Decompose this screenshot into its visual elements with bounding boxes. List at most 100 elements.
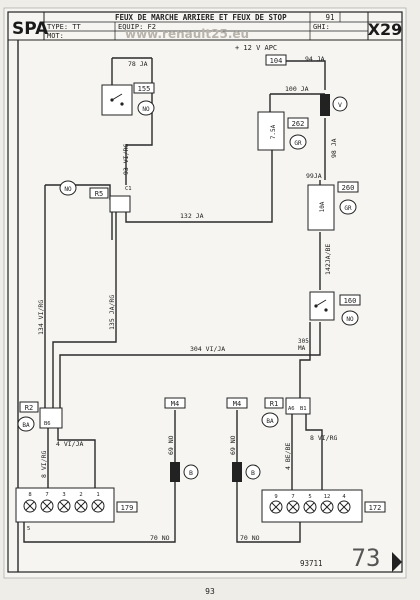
mot-label: MOT: (47, 32, 64, 40)
tag-no-155: NO (142, 106, 150, 113)
diagram-title: FEUX DE MARCHE ARRIERE ET FEUX DE STOP (115, 13, 287, 22)
ground-m4-left: M4 B (164, 397, 199, 482)
equip-label: EQUIP: F2 (118, 23, 156, 31)
label-99ja: 99JA (306, 172, 322, 180)
tag-gr-260: GR (344, 205, 352, 212)
lamp-cluster-179-label: 179 (121, 504, 134, 512)
pin-b6: B6 (44, 421, 51, 427)
pin-7-right: 7 (291, 494, 294, 500)
pin-1-left: 1 (96, 492, 99, 498)
pin-5-left: 5 (27, 526, 30, 532)
label-135: 135 JA/RG (108, 295, 116, 330)
pin-a6: A6 (288, 406, 295, 412)
tag-ba-r2: BA (22, 422, 30, 429)
reference-number: 93711 (300, 559, 323, 568)
pin-9-right: 9 (274, 494, 277, 500)
page-number: 93 (205, 587, 215, 596)
relay-r1: R1 A6 B1 BA (261, 397, 311, 428)
label-4bebe: 4 BE/BE (284, 443, 292, 470)
component-155-label: 155 (138, 85, 151, 93)
sheet-code: X29 (368, 20, 403, 39)
label-142jabe: 142JA/BE (324, 244, 332, 275)
footer: 93711 73 93 (205, 544, 402, 596)
label-8virg-right: 8 VI/RG (310, 434, 337, 442)
tag-ba-r1: BA (266, 418, 274, 425)
component-262-label: 262 (292, 120, 305, 128)
relay-r5: R5 C1 NO (59, 180, 132, 213)
wire-4vija (57, 428, 96, 488)
fuse-75-label: 7.5A (270, 124, 277, 139)
wire-70no-left (112, 410, 176, 543)
pin-3-left: 3 (62, 492, 65, 498)
tag-no-r5: NO (64, 186, 72, 193)
label-94ja: 94 JA (305, 55, 325, 63)
component-260: 10A 260 GR (307, 181, 359, 231)
ghi-label: GHI: (313, 23, 330, 31)
label-132ja: 132 JA (180, 212, 204, 220)
pin-5-right: 5 (308, 494, 311, 500)
drawing-frame (7, 11, 403, 573)
ground-m4-left-label: M4 (171, 400, 179, 408)
wire-305ma (299, 322, 311, 398)
tag-no-160: NO (346, 316, 354, 323)
ground-m4-right-label: M4 (233, 400, 241, 408)
connector-v: V (320, 94, 348, 116)
ground-m4-right: M4 B (226, 397, 261, 482)
relay-r2: R2 B6 BA (17, 401, 63, 432)
label-100ja: 100 JA (285, 85, 309, 93)
pin-4-right: 4 (342, 494, 346, 500)
wire-179-bottom (23, 522, 112, 543)
label-4vija: 4 VI/JA (56, 440, 83, 448)
label-78ja: 78 JA (128, 60, 148, 68)
pin-8-left: 8 (28, 492, 31, 498)
component-260-label: 260 (342, 184, 355, 192)
wire-8virg-right (305, 412, 323, 490)
pin-2-left: 2 (79, 492, 82, 498)
pin-c1: C1 (125, 186, 132, 192)
label-70no-right: 70 NO (240, 534, 260, 542)
wire-132ja (125, 150, 273, 223)
relay-r5-label: R5 (95, 190, 103, 198)
label-93virg: 93 VI/RG (122, 144, 130, 175)
component-160: 160 NO (309, 291, 361, 326)
wire-304vija (59, 322, 321, 410)
relay-r1-label: R1 (270, 400, 278, 408)
wire-78ja (125, 58, 153, 185)
page-big-number: 73 (352, 544, 381, 572)
pin-7-left: 7 (45, 492, 48, 498)
relay-r2-label: R2 (25, 404, 33, 412)
component-104: + 12 V APC 104 (235, 44, 287, 66)
pin-12-right: 12 (324, 494, 331, 500)
renault-logo-icon (392, 552, 402, 572)
wire-135 (52, 212, 117, 410)
tag-gr-262: GR (294, 140, 302, 147)
fuse-10-label: 10A (319, 201, 326, 212)
apc-label: + 12 V APC (235, 44, 277, 52)
lamp-cluster-179: 8 7 3 2 1 5 179 (15, 487, 138, 532)
label-69no-right: 69 NO (229, 435, 237, 455)
component-160-label: 160 (344, 297, 357, 305)
tag-v: V (338, 101, 342, 109)
label-69no-left: 69 NO (167, 435, 175, 455)
tag-b-right: B (251, 469, 255, 477)
component-262: 7.5A 262 GR (257, 111, 309, 151)
pin-b1: B1 (300, 406, 307, 412)
label-304vija: 304 VI/JA (190, 345, 225, 353)
label-8virg-left: 8 VI/RG (40, 451, 48, 478)
title-block: SPA FEUX DE MARCHE ARRIERE ET FEUX DE ST… (8, 12, 402, 41)
tag-b-left: B (189, 469, 193, 477)
label-134virg: 134 VI/RG (37, 300, 45, 335)
label-305-ma: MA (298, 345, 306, 352)
label-70no-left: 70 NO (150, 534, 170, 542)
label-98ja: 98 JA (330, 138, 338, 158)
label-305: 305 (298, 338, 309, 345)
wire-94ja (285, 60, 326, 90)
component-104-label: 104 (270, 57, 283, 65)
lamp-cluster-172-label: 172 (369, 504, 382, 512)
component-155: 155 NO (101, 82, 155, 116)
lamp-cluster-172: 9 7 5 12 4 172 (261, 489, 386, 523)
type-label: TYPE: TT (47, 23, 82, 31)
brand-label: SPA (12, 19, 49, 39)
wire-labels: 78 JA 94 JA 100 JA 98 JA 99JA 132 JA 142… (37, 55, 338, 542)
